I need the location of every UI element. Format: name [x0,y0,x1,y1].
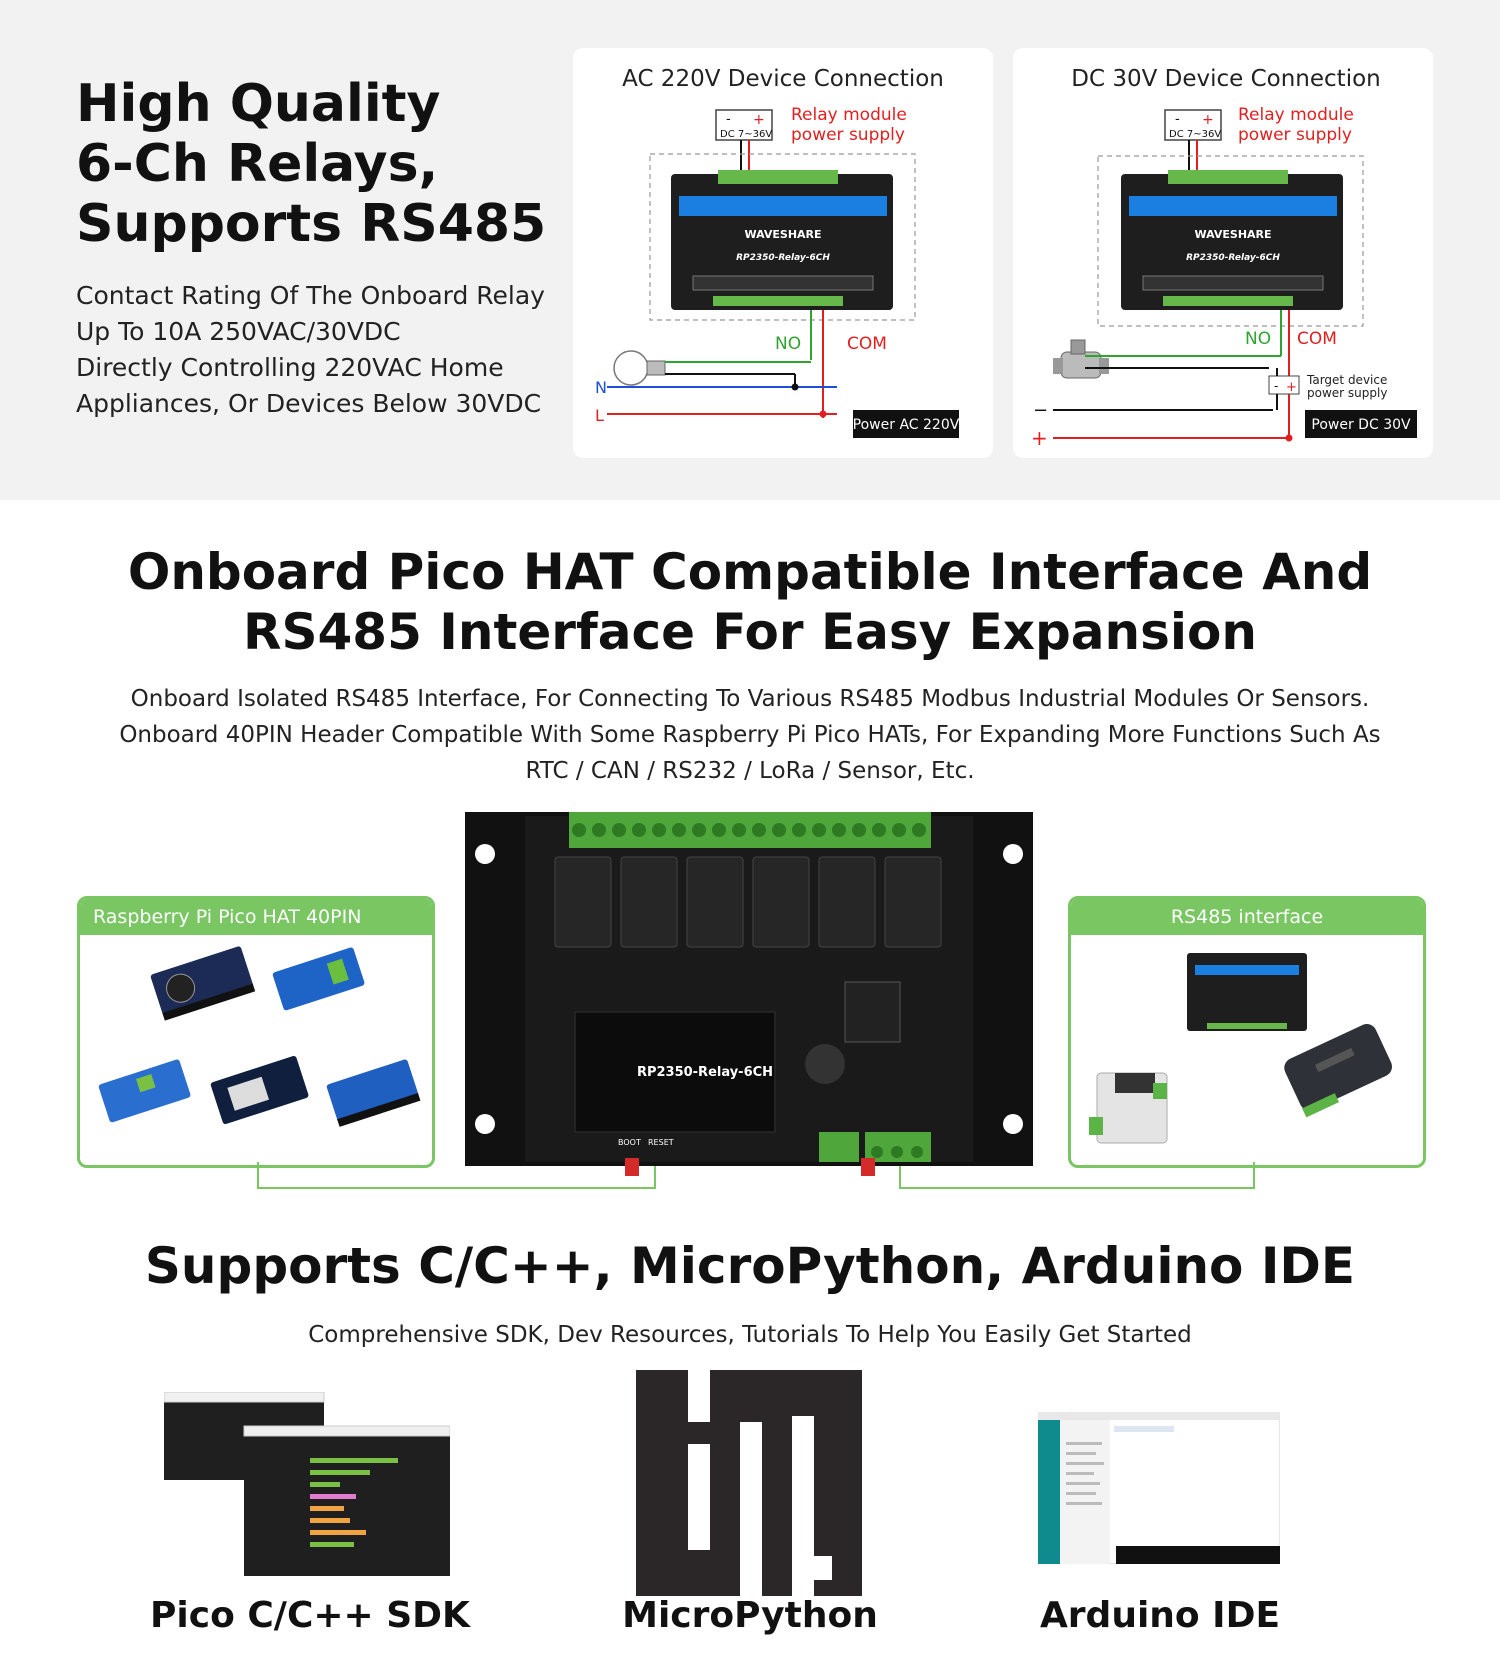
svg-text:WAVESHARE: WAVESHARE [744,228,821,241]
rs485-devices-illustration [1089,953,1393,1144]
ac-supply-box [715,109,773,141]
hero-description: Contact Rating Of The Onboard Relay Up T… [76,281,545,418]
ac-power-label: Power AC 220V [853,417,960,433]
rs485-box: RS485 interface [1068,896,1426,1168]
ac-relay-board: WAVESHARE RP2350-Relay-6CH [671,170,893,310]
svg-text:-: - [726,112,731,127]
section2-desc-line3: RTC / CAN / RS232 / LoRa / Sensor, Etc. [525,758,975,784]
dc-dc-range: DC 7~36V [1169,129,1221,140]
dc-no-label: NO [1245,329,1271,349]
dc-connection-card: DC 30V Device Connection - + DC 7~36V Re… [1013,48,1433,458]
svg-text:RP2350-Relay-6CH: RP2350-Relay-6CH [736,253,830,263]
section3-title: Supports C/C++, MicroPython, Arduino IDE [144,1237,1356,1295]
board-reset-label: RESET [648,1138,674,1147]
dc-plus-label: + [1031,426,1048,450]
pico-hat-box: Raspberry Pi Pico HAT 40PIN Header [77,896,435,1168]
section2-title-line1: Onboard Pico HAT Compatible Interface An… [127,543,1373,601]
dc-target-label-1: Target device [1306,373,1387,387]
section2-title-line2: RS485 Interface For Easy Expansion [243,603,1257,661]
ac-n-label: N [595,378,607,397]
dc-target-label-2: power supply [1307,386,1387,400]
dc-minus-label: − [1033,400,1048,421]
board-model-label: RP2350-Relay-6CH [637,1065,773,1080]
dc-relay-board: WAVESHARE RP2350-Relay-6CH [1121,170,1343,310]
ac-com-label: COM [847,334,887,354]
svg-text:-: - [1274,379,1278,393]
solenoid-valve-icon [1053,339,1109,379]
arduino-ide-screenshot-icon [1038,1412,1280,1564]
pico-hat-box-title: Raspberry Pi Pico HAT 40PIN Header [80,899,432,964]
pico-hats-illustration [98,946,421,1127]
section3-desc: Comprehensive SDK, Dev Resources, Tutori… [308,1322,1192,1348]
section2-desc-line2: Onboard 40PIN Header Compatible With Som… [119,722,1381,748]
dc-power-label: Power DC 30V [1311,417,1411,433]
ac-no-label: NO [775,334,801,354]
ac-supply-label-2: power supply [791,125,905,145]
svg-text:+: + [753,112,765,128]
svg-text:WAVESHARE: WAVESHARE [1194,228,1271,241]
terminal-windows-icon [164,1392,450,1576]
section2-desc-line1: Onboard Isolated RS485 Interface, For Co… [130,686,1370,712]
ac-supply-label-1: Relay module [791,105,907,125]
target-supply-box [1268,375,1300,395]
svg-text:+: + [1286,380,1297,395]
dc-supply-box [1164,109,1222,141]
arduino-label: Arduino IDE [1039,1595,1281,1636]
svg-text:RP2350-Relay-6CH: RP2350-Relay-6CH [1186,253,1280,263]
ac-l-label: L [595,406,604,425]
hero-title: High Quality 6-Ch Relays, Supports RS485 [76,74,547,254]
ac-card-title: AC 220V Device Connection [622,66,944,92]
dc-supply-label-1: Relay module [1238,105,1354,125]
board-boot-label: BOOT [618,1138,641,1147]
dc-com-label: COM [1297,329,1337,349]
sdk-label: Pico C/C++ SDK [150,1595,470,1636]
dc-supply-label-2: power supply [1238,125,1352,145]
micropython-logo-icon [636,1370,862,1596]
micropython-label: MicroPython [622,1595,878,1636]
dc-card-title: DC 30V Device Connection [1071,66,1381,92]
ac-dc-range: DC 7~36V [720,129,772,140]
svg-text:+: + [1202,112,1214,128]
svg-text:-: - [1175,112,1180,127]
rs485-box-title: RS485 interface [1071,899,1423,935]
rp2350-relay-board-photo: RP2350-Relay-6CH BOOT RESET [465,812,1033,1176]
ac-connection-card: AC 220V Device Connection - + DC 7~36V R… [573,48,993,458]
light-bulb-icon [613,350,666,386]
